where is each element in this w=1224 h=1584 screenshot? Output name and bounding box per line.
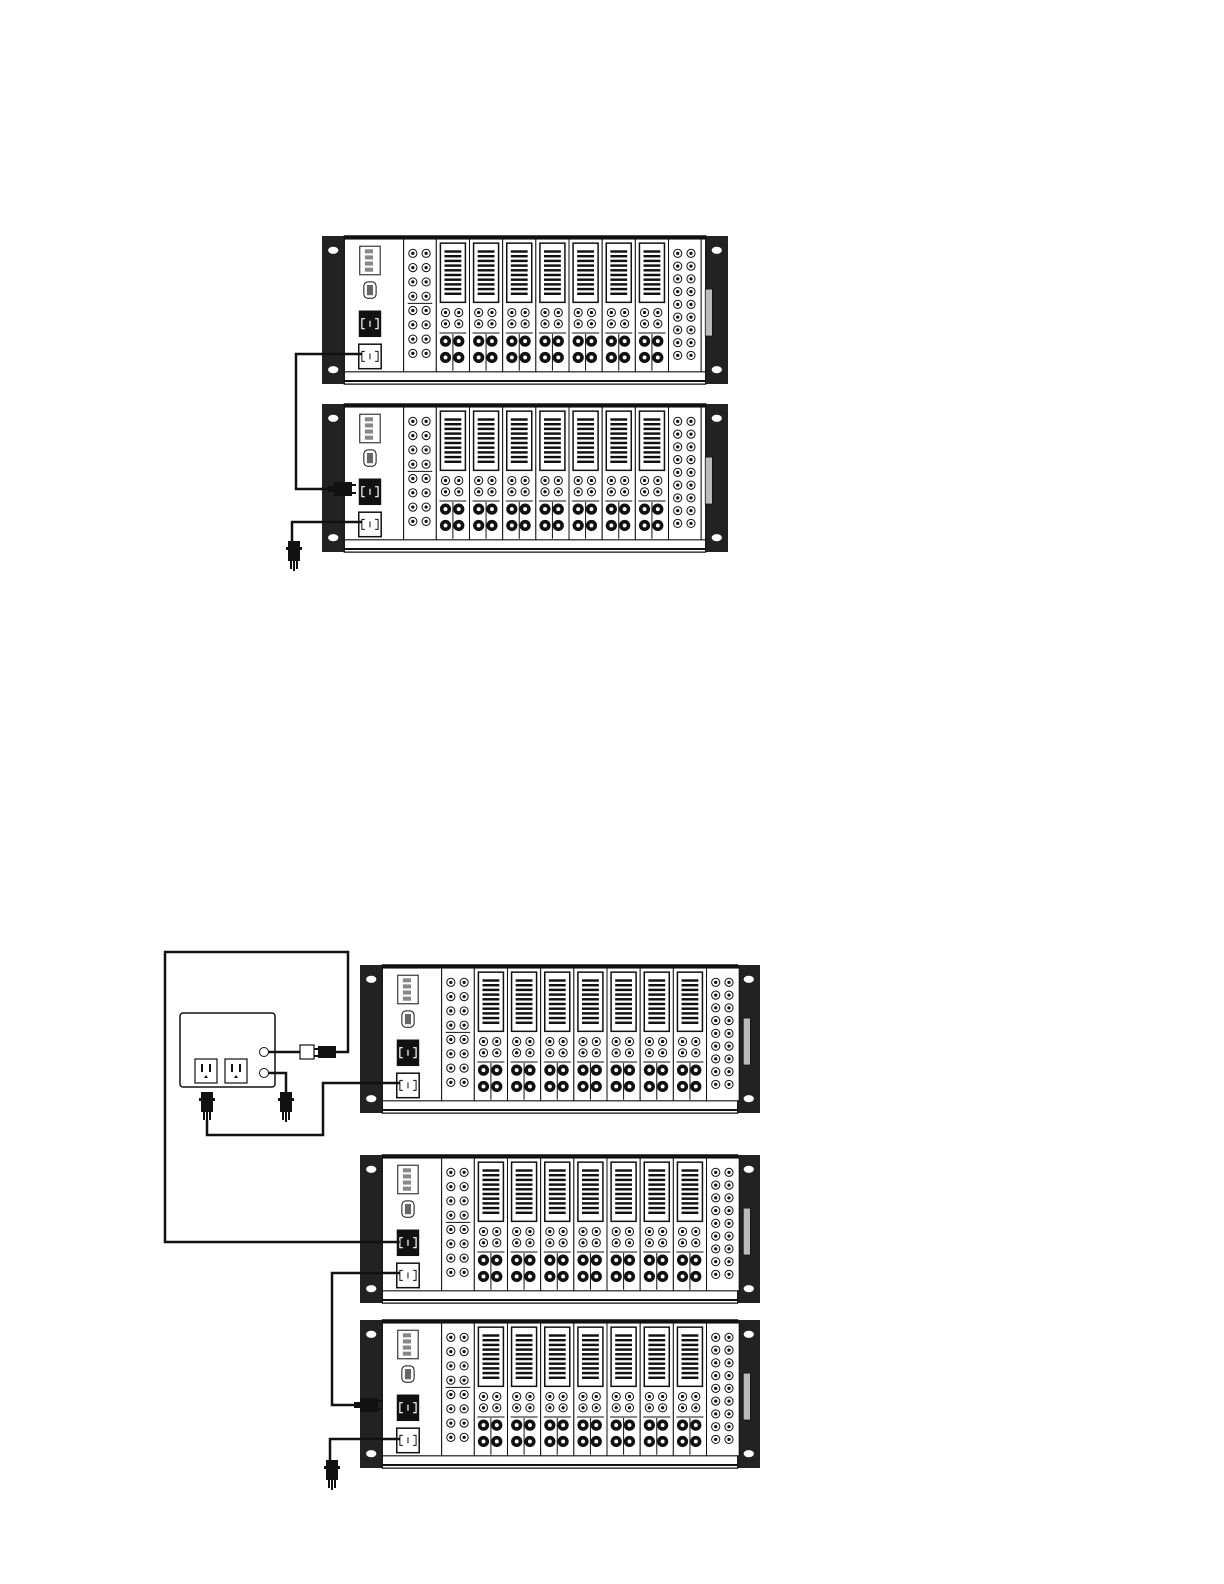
io-card (536, 407, 569, 540)
ac-power-plug-icon (278, 1092, 294, 1122)
mounting-hole (712, 366, 722, 373)
label-strip (705, 457, 712, 504)
io-card (507, 968, 540, 1101)
io-card (436, 239, 469, 372)
io-card (536, 239, 569, 372)
mounting-hole (744, 1285, 754, 1292)
chassis-foot-rail (344, 372, 705, 384)
mounting-hole (366, 1331, 376, 1338)
inline-connector (300, 1045, 336, 1059)
duplex-outlet-icon (195, 1059, 217, 1083)
io-card (469, 239, 502, 372)
mounting-hole (328, 534, 338, 541)
io-card (469, 407, 502, 540)
mounting-hole (712, 415, 722, 422)
chassis-foot-rail (382, 1456, 737, 1468)
chassis-rear-panel (360, 965, 760, 1113)
sequencer-cord-grommet (260, 1069, 269, 1078)
sequencer-inlet (260, 1048, 269, 1057)
mounting-hole (744, 1095, 754, 1102)
chassis-rear-panel (322, 236, 728, 384)
label-strip (705, 289, 712, 336)
rack-ear-left (322, 404, 344, 552)
mounting-hole (366, 1285, 376, 1292)
io-card (541, 968, 574, 1101)
power-sequencer (180, 1013, 275, 1087)
io-card (602, 407, 635, 540)
label-strip (743, 1373, 750, 1420)
rack-ear-left (360, 965, 382, 1113)
io-card (507, 1158, 540, 1291)
io-card (607, 968, 640, 1101)
figure-2-three-chassis-with-sequencer (180, 965, 760, 1468)
io-card (507, 1323, 540, 1456)
io-card (635, 407, 668, 540)
duplex-outlet-icon (225, 1059, 247, 1083)
io-card (503, 407, 536, 540)
io-card (569, 239, 602, 372)
chassis-foot-rail (382, 1291, 737, 1303)
mounting-hole (328, 247, 338, 254)
io-card (436, 407, 469, 540)
mounting-hole (744, 1331, 754, 1338)
io-card (640, 968, 673, 1101)
io-card (635, 239, 668, 372)
io-card (640, 1158, 673, 1291)
figure-1-two-chassis-daisy-chain (322, 236, 728, 552)
io-card (541, 1158, 574, 1291)
mounting-hole (744, 1166, 754, 1173)
io-card (640, 1323, 673, 1456)
io-card (474, 968, 507, 1101)
chassis-foot-rail (382, 1101, 737, 1113)
io-card (673, 968, 706, 1101)
io-card (541, 1323, 574, 1456)
label-strip (743, 1018, 750, 1065)
io-card (673, 1323, 706, 1456)
chassis-foot-rail (344, 540, 705, 552)
mounting-hole (366, 1450, 376, 1457)
io-card (474, 1323, 507, 1456)
io-card (673, 1158, 706, 1291)
rack-ear-left (360, 1320, 382, 1468)
mounting-hole (366, 1166, 376, 1173)
ac-power-plug-icon (286, 541, 302, 571)
io-card (503, 239, 536, 372)
iec-plug (354, 1398, 382, 1412)
chassis-rear-panel (360, 1155, 760, 1303)
io-card (607, 1323, 640, 1456)
mounting-hole (366, 976, 376, 983)
io-card (574, 1158, 607, 1291)
io-card (574, 968, 607, 1101)
mounting-hole (366, 1095, 376, 1102)
mounting-hole (744, 976, 754, 983)
ac-power-plug-icon (199, 1092, 215, 1122)
chassis-rear-panel (322, 404, 728, 552)
ac-power-plug-icon (324, 1460, 340, 1490)
io-card (602, 239, 635, 372)
mounting-hole (712, 534, 722, 541)
rack-ear-left (360, 1155, 382, 1303)
mounting-hole (328, 415, 338, 422)
rack-ear-left (322, 236, 344, 384)
mounting-hole (744, 1450, 754, 1457)
chassis-rear-panel (360, 1320, 760, 1468)
io-card (607, 1158, 640, 1291)
io-card (574, 1323, 607, 1456)
io-card (569, 407, 602, 540)
io-card (474, 1158, 507, 1291)
mounting-hole (712, 247, 722, 254)
label-strip (743, 1208, 750, 1255)
mounting-hole (328, 366, 338, 373)
